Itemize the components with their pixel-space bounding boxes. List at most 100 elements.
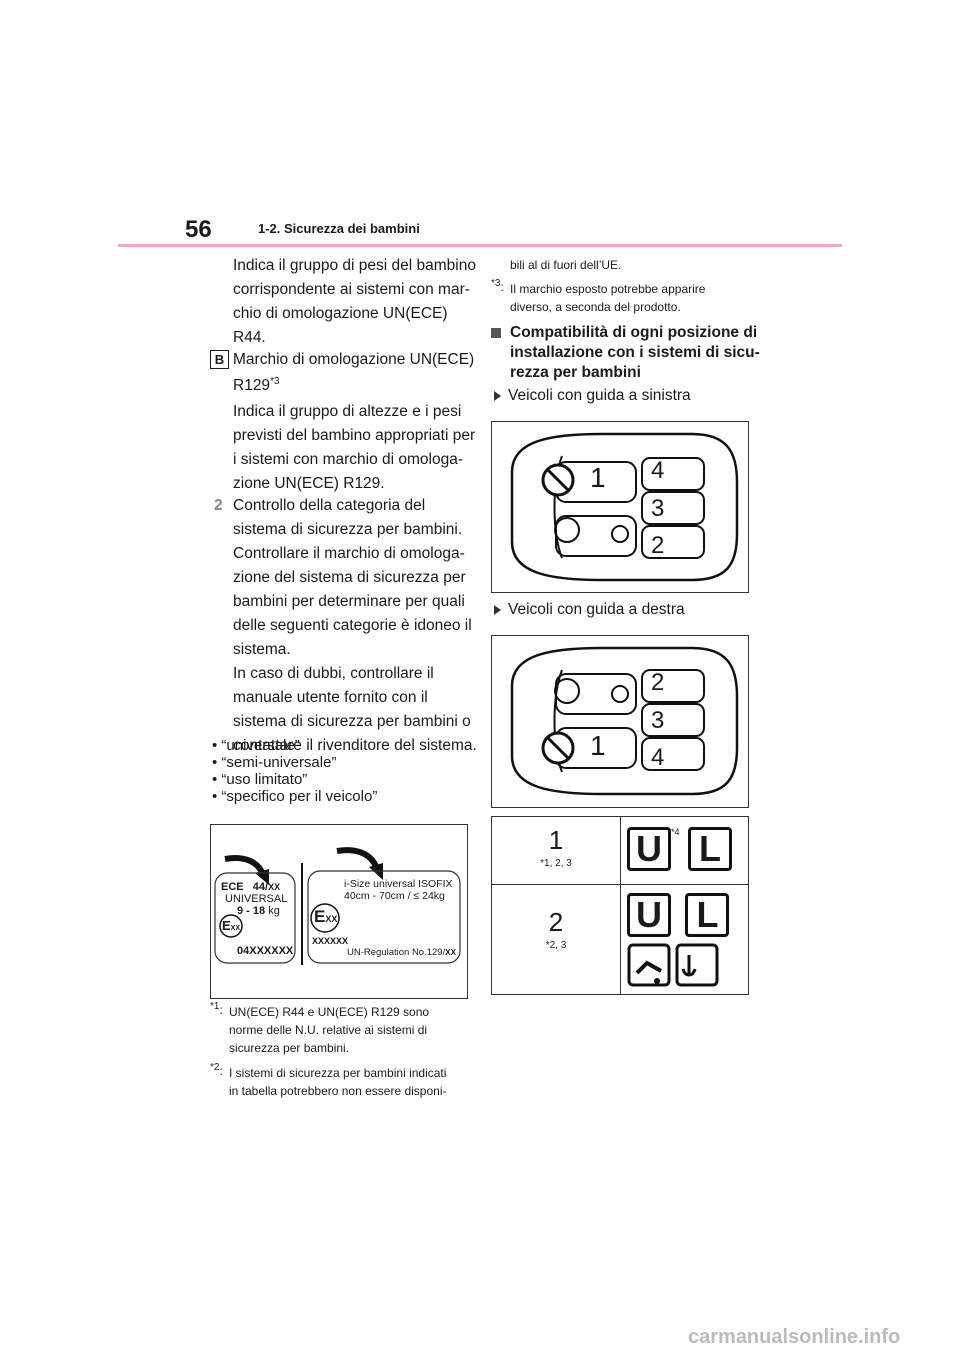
seat-number: 1 [548,825,564,855]
footnote-continuation: bili al di fuori dell’UE. [510,258,622,272]
seat-cell: 1 *1, 2, 3 [491,816,621,885]
seat-type-icons [627,943,742,992]
footnote-2: *2: I sistemi di sicurezza per bambini i… [210,1062,472,1100]
category-list: “universale” “semi-universale” “uso limi… [212,737,377,805]
r129-reg-text: UN-Regulation No.129/ [347,947,446,958]
car-top-view-illustration [510,646,739,796]
r44-number: 44/ [252,881,269,893]
step-line: sistema. [233,641,291,658]
r129-reg-xx: XX [445,948,456,957]
car-top-view-illustration [510,432,739,582]
isofix-seat-icons [627,943,719,987]
step-line: sistema di sicurezza per bambini o [233,713,471,730]
seat-rear [641,669,705,703]
approval-label-illustration [214,847,461,965]
seat-rear [641,737,705,771]
r44-label-border [214,872,296,964]
seat-note: *2, 3 [545,940,567,951]
footnote-3: *3: Il marchio esposto potrebbe apparire… [491,279,761,316]
r129-regulation: UN-Regulation No.129/XX [347,947,456,958]
seat-rear [641,457,705,491]
step-line: Controllo della categoria del [233,497,426,514]
emark-letter: E [314,907,326,926]
universal-badge-icon: U [627,827,671,871]
category-cell: U*4 L [620,816,749,885]
footnote-mark: *2 [210,1062,220,1073]
step-number: 2 [214,497,223,514]
rhd-label-text: Veicoli con guida a destra [508,601,685,618]
heading-line: installazione con i sistemi di sicu- [510,344,760,361]
list-item: “semi-universale” [212,754,377,771]
paragraph-b-line: R129 [233,377,271,394]
paragraph-b-line: i sistemi con marchio di omologa- [233,451,464,468]
r129-code: XXXXXX [312,936,349,946]
heading-line: rezza per bambini [510,364,641,381]
seat-number: 2 [548,907,564,937]
triangle-bullet-icon [494,390,501,401]
step-line: bambini per determinare per quali [233,593,465,610]
seat-number: 4 [651,457,665,484]
emark-letter: E [222,918,231,933]
r129-label-border [307,870,461,964]
category-cell: U L [620,884,749,995]
approval-label-figure: ECE 44/XX UNIVERSAL 9 - 18 kg EXX 04XXXX… [210,824,468,999]
step-line: In caso di dubbi, controllare il [233,665,434,682]
r129-size: 40cm - 70cm / ≤ 24kg [344,890,445,902]
paragraph-a: Indica il gruppo di pesi del bambino cor… [233,254,476,350]
compatibility-heading: Compatibilità di ogni posizione di insta… [491,323,761,383]
r44-ece: ECE [221,881,244,893]
car-body [510,646,739,796]
car-body [510,432,739,582]
child-seat-icon [627,943,671,987]
table-row: 2 *2, 3 U L [491,884,749,995]
badge-footnote: *4 [671,827,680,837]
driver-head-icon [611,525,629,543]
footer-watermark: carmanualsonline.info [688,1326,901,1348]
lhd-label-text: Veicoli con guida a sinistra [508,387,691,404]
heading-bullet-icon [491,328,501,338]
paragraph-a-line: chio di omologazione UN(ECE) [233,305,448,322]
r129-emark: EXX [314,907,337,927]
heading-line: Compatibilità di ogni posizione di [510,324,758,341]
lhd-car-figure: 1 4 3 2 [491,421,749,593]
r129-title: i-Size universal ISOFIX [344,878,453,890]
rhd-car-figure: 1 2 3 4 [491,635,749,808]
callout-letter-b: B [210,350,229,369]
paragraph-b: Marchio di omologazione UN(ECE) R129*3 I… [233,348,475,496]
list-item: “specifico per il veicolo” [212,788,377,805]
r44-code: 04XXXXXX [237,945,294,957]
steering-wheel-icon [554,517,580,543]
seat-number: 3 [651,495,665,522]
paragraph-b-line: previsti del bambino appropriati per [233,427,476,444]
arrow-icon [336,847,380,871]
seat-rear [641,703,705,737]
step-line: zione del sistema di sicurezza per [233,569,466,586]
step-line: sistema di sicurezza per bambini. [233,521,463,538]
seat-front-right [555,515,637,557]
footnote-1: *1: UN(ECE) R44 e UN(ECE) R129 sono norm… [210,1001,472,1057]
emark-circle [310,903,340,933]
seat-rear [641,491,705,525]
lateral-badge-icon: L [687,827,732,871]
footnote-line: diverso, a seconda del prodotto. [510,300,681,314]
r44-emark: EXX [222,918,240,933]
footnote-line: sicurezza per bambini. [229,1041,350,1055]
driver-head-icon [611,685,629,703]
footnote-line: I sistemi di sicurezza per bambini indic… [229,1066,447,1080]
footnote-mark: *1 [210,1001,220,1012]
seat-number: 3 [651,707,665,734]
r44-xx: XX [268,882,281,892]
seat-number: 2 [651,669,665,696]
triangle-bullet-icon [494,604,501,615]
seat-rear [641,525,705,559]
paragraph-b-line: Marchio di omologazione UN(ECE) [233,351,475,368]
r44-weight: 9 - 18 [237,905,266,917]
lhd-label: Veicoli con guida a sinistra [494,384,691,408]
footnote-line: Il marchio esposto potrebbe apparire [510,282,706,296]
compatibility-table: 1 *1, 2, 3 U*4 L 2 *2, 3 U L [491,816,749,995]
paragraph-a-line: corrispondente ai sistemi con mar- [233,281,470,298]
list-item: “universale” [212,737,377,754]
steering-wheel-icon [554,678,580,704]
table-row: 1 *1, 2, 3 U*4 L [491,816,749,885]
r44-label-text: ECE 44/XX UNIVERSAL 9 - 18 kg [221,881,299,917]
